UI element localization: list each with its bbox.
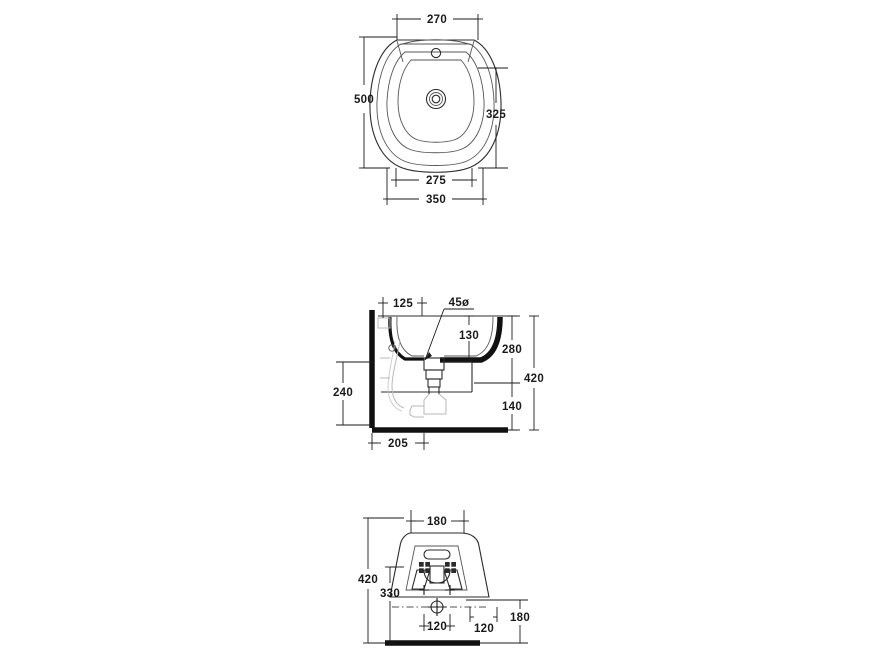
dim-325: 325 [478,67,508,169]
side-view-group: 125 45ø 130 [333,297,544,450]
dim-label-330: 330 [380,588,400,600]
dim-label-140: 140 [502,401,522,413]
bowl-inner-left [396,316,424,357]
waste-outlet-inner [431,94,441,104]
dim-120-center: 120 [419,614,455,633]
supply-connector [388,344,396,352]
dim-180-top: 180 [406,510,469,533]
rib-right [443,569,463,590]
dim-240: 240 [333,361,372,426]
tap-hole [430,47,442,59]
fixing-cross-right [445,585,455,595]
trap-outlet-ghost [409,405,424,418]
dim-500: 500 [354,36,397,169]
dim-label-420-rear: 420 [358,574,378,586]
dim-label-280: 280 [502,344,522,356]
bowl-well-outline [397,59,475,143]
dim-420-side: 420 [524,315,544,431]
dim-label-275: 275 [426,175,446,187]
dim-120-right: 120 [469,607,498,635]
dim-350: 350 [383,168,487,206]
waste-collar [425,369,443,380]
bowl-inner-outline [386,51,485,154]
waste-boss-rect [429,565,445,584]
rear-view-geometry [385,532,490,646]
bowl-outer-outline [369,39,502,173]
fixing-block-ghost [377,317,391,329]
rim-right-bracket [467,40,475,63]
bowl-rim-outline [376,43,495,166]
dim-label-180-top: 180 [427,516,447,528]
dim-label-45o: 45ø [449,297,470,309]
dim-label-180-right: 180 [510,612,530,624]
rim-left-bracket [396,40,404,63]
fixing-cross-left [419,585,429,595]
rear-outer-outline [389,532,490,598]
dim-125: 125 [378,297,427,318]
top-view-group: 270 500 325 [354,14,508,206]
dim-270: 270 [392,14,483,40]
rear-oval-slot [423,549,451,560]
dim-label-270: 270 [427,14,447,26]
dim-330: 330 [380,566,404,644]
dim-180-right: 180 [466,599,530,644]
top-view-geometry [369,39,502,173]
rear-recess-outline [405,545,468,591]
leader-arrowhead [425,352,432,360]
supply-hose-ghost [391,339,405,409]
dim-label-120-right: 120 [474,623,494,635]
dim-275: 275 [391,168,477,187]
waste-outlet-mid [429,92,443,106]
rim-top-curve [398,39,473,46]
dim-label-350: 350 [426,194,446,206]
dim-label-205: 205 [388,438,408,450]
dim-205: 205 [368,433,429,450]
dim-420-rear: 420 [358,517,404,644]
supply-hose-ghost-2 [387,340,403,412]
bowl-inner-right [444,316,494,357]
waste-pipe-upper [427,378,441,388]
bowl-curve-right [440,316,503,363]
dim-label-240: 240 [333,387,353,399]
side-view-geometry [377,315,505,418]
dim-label-120-center: 120 [427,621,447,633]
dim-label-125: 125 [393,298,413,310]
dim-140: 140 [502,383,522,431]
dim-label-325: 325 [486,109,506,121]
dim-45-diameter: 45ø [424,297,474,361]
dim-130: 130 [459,315,479,361]
waste-outlet-outer [425,88,447,110]
trap-body-ghost [423,393,447,415]
rear-view-group: 180 420 330 [358,510,530,646]
dim-label-420-side: 420 [524,373,544,385]
dim-label-500: 500 [354,94,374,106]
fixing-pad-right [443,560,458,575]
dim-label-130: 130 [459,330,479,342]
